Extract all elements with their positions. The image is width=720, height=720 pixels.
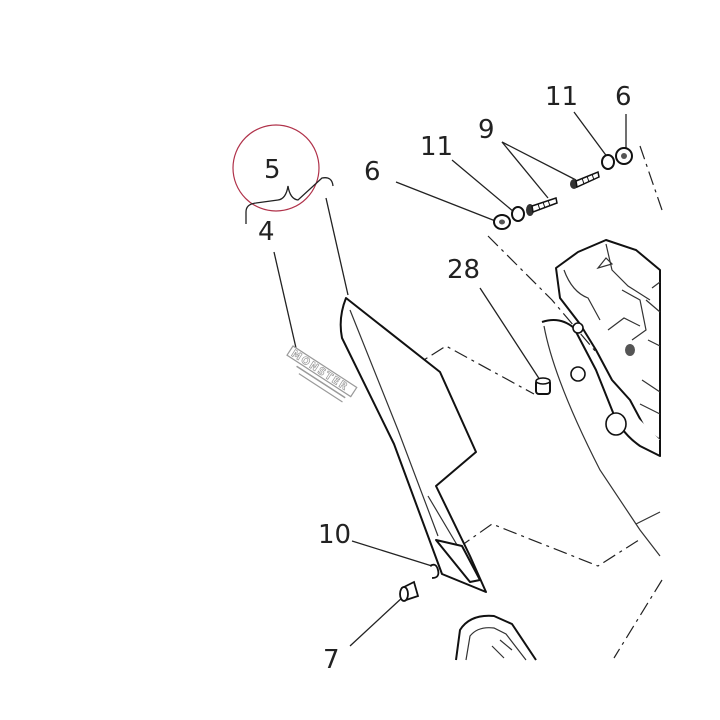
frame-boss bbox=[625, 344, 635, 356]
frame-bolt-lower bbox=[605, 412, 627, 436]
assembly-line-bottom bbox=[457, 523, 643, 567]
washer-11-left bbox=[511, 206, 525, 222]
subframe-assembly bbox=[541, 239, 661, 557]
leader-28 bbox=[479, 287, 541, 381]
leader-9a bbox=[501, 141, 549, 199]
callout-28: 28 bbox=[447, 255, 480, 285]
leader-11-left bbox=[451, 159, 515, 213]
screw-9-left bbox=[526, 197, 558, 216]
grommet-28 bbox=[535, 377, 551, 395]
leader-7 bbox=[349, 595, 405, 647]
assembly-line-right-top bbox=[639, 145, 663, 211]
screw-9-right bbox=[570, 170, 600, 189]
callout-6-right: 6 bbox=[615, 82, 632, 112]
monster-decal: MONSTER bbox=[286, 345, 358, 403]
side-cover-panel bbox=[339, 297, 487, 593]
callout-10: 10 bbox=[318, 520, 351, 550]
frame-bolt-upper bbox=[572, 322, 584, 334]
assembly-line-right-bottom bbox=[613, 579, 663, 659]
leader-5 bbox=[325, 197, 349, 296]
washer-6-left bbox=[493, 214, 511, 230]
callout-6-left: 6 bbox=[364, 157, 381, 187]
assembly-line-top bbox=[487, 235, 597, 353]
screw-7 bbox=[399, 580, 420, 602]
group-brace bbox=[245, 177, 334, 224]
washer-6-right bbox=[615, 147, 633, 165]
leader-6-left bbox=[395, 181, 499, 223]
highlight-circle bbox=[232, 124, 320, 212]
washer-11-right bbox=[601, 154, 615, 170]
side-cover-lower-tab bbox=[435, 539, 481, 583]
leader-4 bbox=[273, 251, 297, 349]
lower-bracket bbox=[455, 614, 537, 661]
callout-9: 9 bbox=[478, 115, 495, 145]
callout-4: 4 bbox=[258, 217, 275, 247]
clip-10 bbox=[429, 563, 440, 579]
leader-11-right bbox=[573, 111, 609, 159]
callout-5: 5 bbox=[264, 155, 281, 185]
callout-7: 7 bbox=[323, 645, 340, 675]
leader-9b bbox=[501, 141, 577, 181]
frame-bolt-middle bbox=[570, 366, 586, 382]
assembly-line-mid bbox=[385, 345, 535, 395]
callout-11-left: 11 bbox=[420, 132, 453, 162]
leader-10 bbox=[351, 540, 433, 567]
callout-11-right: 11 bbox=[545, 82, 578, 112]
